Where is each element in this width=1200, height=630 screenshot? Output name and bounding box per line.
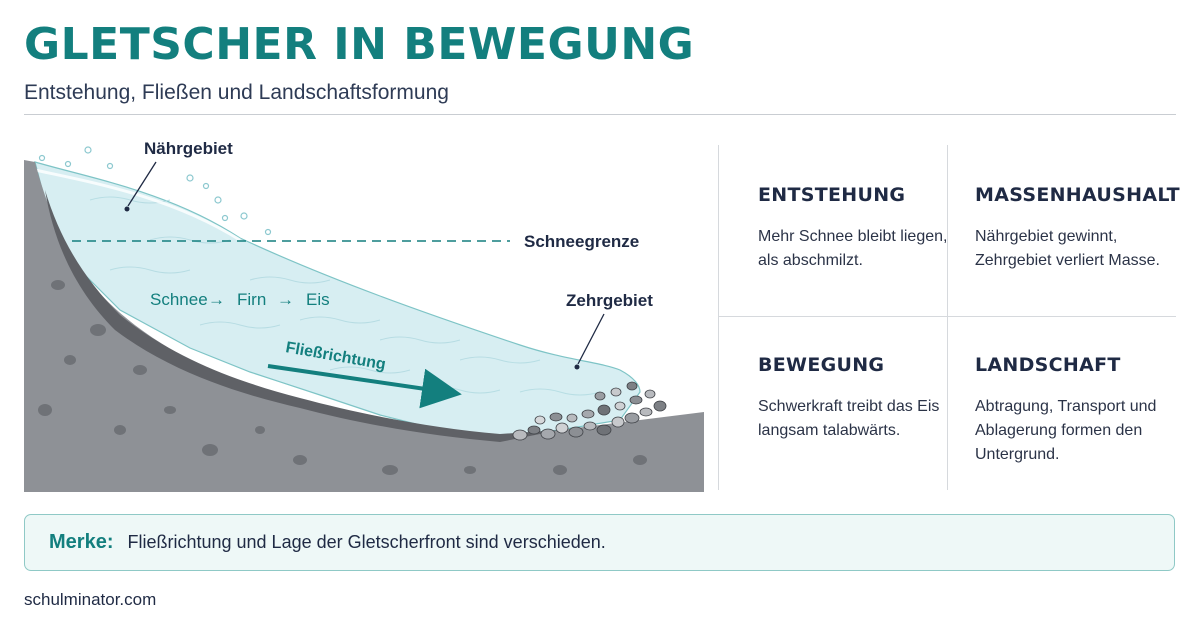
glacier-diagram: Schneegrenze Nährgebiet Zehrgebiet Schne… — [0, 130, 720, 500]
info-card-heading: Massenhaushalt — [975, 184, 1180, 206]
naehrgebiet-label: Nährgebiet — [144, 139, 233, 158]
info-grid: Entstehung Mehr Schnee bleibt liegen, al… — [718, 145, 1180, 490]
firn-label: Firn — [237, 290, 266, 309]
schneegrenze-label: Schneegrenze — [524, 232, 639, 251]
mountain-rock — [24, 160, 704, 492]
flow-arrow — [267, 364, 462, 409]
arrow-1-glyph: → — [208, 290, 225, 309]
snowflake-icons — [38, 146, 272, 236]
eis-label: Eis — [306, 290, 330, 309]
merke-box: Merke: Fließrichtung und Lage der Gletsc… — [24, 514, 1175, 571]
info-card-bewegung: Bewegung Schwerkraft treibt das Eis lang… — [758, 353, 958, 443]
info-card-text: Mehr Schnee bleibt liegen, als abschmilz… — [758, 228, 948, 269]
info-card-massenhaushalt: Massenhaushalt Nährgebiet gewinnt, Zehrg… — [975, 183, 1180, 273]
info-card-text: Abtragung, Transport und Ablagerung form… — [975, 398, 1157, 463]
info-card-landschaft: Landschaft Abtragung, Transport und Abla… — [975, 353, 1175, 467]
info-card-text: Nährgebiet gewinnt, Zehrgebiet verliert … — [975, 228, 1160, 269]
grid-divider-left — [718, 145, 719, 490]
grid-divider-horizontal — [718, 316, 1176, 317]
page-subtitle: Entstehung, Fließen und Landschaftsformu… — [24, 81, 449, 104]
merke-label: Merke: — [49, 531, 114, 553]
info-card-entstehung: Entstehung Mehr Schnee bleibt liegen, al… — [758, 183, 958, 273]
info-card-heading: Landschaft — [975, 354, 1121, 376]
glacier-ice — [34, 161, 641, 437]
merke-text: Fließrichtung und Lage der Gletscherfron… — [127, 532, 606, 552]
zehrgebiet-label: Zehrgebiet — [566, 291, 653, 310]
page-title: Gletscher in Bewegung — [24, 19, 695, 70]
header-divider — [24, 114, 1176, 115]
arrow-2-glyph: → — [277, 290, 294, 309]
grid-divider-center — [947, 145, 948, 490]
info-card-heading: Bewegung — [758, 354, 885, 376]
footer-source: schulminator.com — [24, 590, 157, 609]
info-card-heading: Entstehung — [758, 184, 906, 206]
info-card-text: Schwerkraft treibt das Eis langsam talab… — [758, 398, 940, 439]
moraine-pebbles — [512, 381, 667, 441]
schnee-label: Schnee — [150, 290, 208, 309]
